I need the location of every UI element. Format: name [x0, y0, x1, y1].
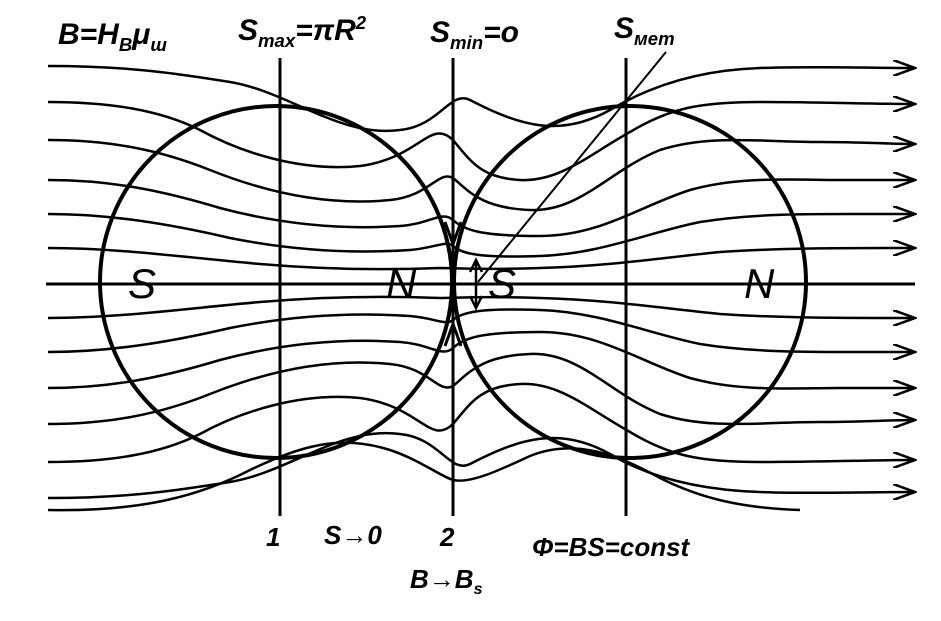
field-line — [47, 382, 915, 462]
label-s-to-zero: S→0 — [324, 520, 382, 550]
pole-label-left-s: S — [128, 260, 157, 307]
field-line — [47, 441, 801, 512]
field-line — [47, 330, 915, 389]
label-line-2: 2 — [440, 522, 455, 552]
contact-cusp-top — [443, 221, 463, 249]
label-b-to-bs: B→Bs — [410, 564, 483, 599]
field-line — [47, 102, 915, 182]
field-line — [47, 140, 915, 212]
pole-label-left-n: N — [386, 260, 417, 307]
field-line — [47, 308, 915, 352]
gap-arrow-down — [468, 295, 484, 311]
field-line — [47, 179, 915, 238]
field-line — [47, 295, 915, 318]
pole-label-right-s: S — [488, 260, 517, 307]
field-line — [47, 352, 915, 424]
field-line — [47, 248, 915, 271]
label-s-met: Sмет — [614, 12, 675, 49]
label-s-min: Smin=o — [430, 16, 519, 53]
pole-label-right-n: N — [744, 260, 775, 307]
field-lines — [47, 66, 915, 512]
contact-cusp-bottom — [443, 319, 463, 347]
label-flux: Φ=BS=const — [532, 532, 690, 562]
label-line-1: 1 — [266, 522, 281, 552]
field-line — [47, 431, 915, 498]
label-s-max: Smax=πR2 — [238, 12, 367, 51]
field-line — [47, 66, 915, 133]
field-line — [47, 214, 915, 258]
label-b-formula: B=HBμш — [58, 18, 167, 55]
